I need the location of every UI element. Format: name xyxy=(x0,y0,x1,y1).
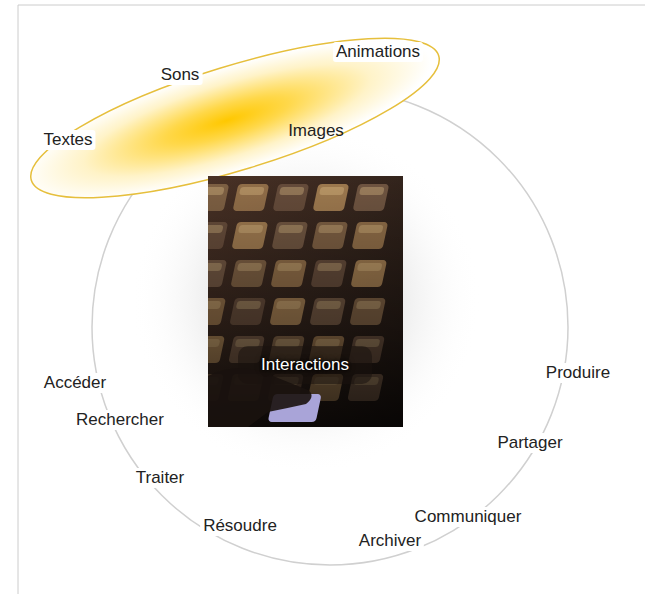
node-text: Sons xyxy=(158,65,203,85)
interaction-picture: Interactions xyxy=(208,176,403,427)
node-text: Images xyxy=(288,121,344,141)
frame-line xyxy=(18,5,645,6)
action-label: Produire xyxy=(543,363,613,383)
frame-line xyxy=(18,5,19,594)
node-text: Animations xyxy=(333,42,423,62)
action-label: Archiver xyxy=(356,531,424,551)
node-text: Textes xyxy=(40,130,95,150)
action-label: Partager xyxy=(494,433,565,453)
action-label: Rechercher xyxy=(73,410,167,430)
action-label: Résoudre xyxy=(200,516,280,536)
node-text: Interactions xyxy=(261,355,349,375)
action-label: Traiter xyxy=(133,468,188,488)
action-label: Communiquer xyxy=(412,507,525,527)
interaction-picture-shape xyxy=(208,176,403,427)
action-label: Accéder xyxy=(41,373,109,393)
